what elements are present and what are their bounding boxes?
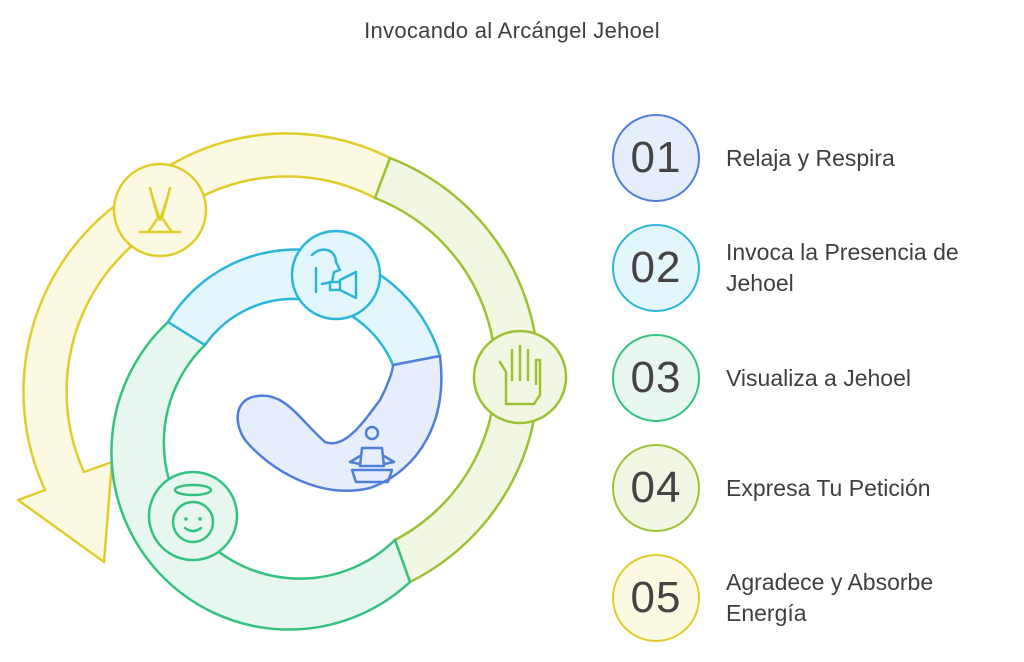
angel-face-icon <box>147 470 239 562</box>
step-05: 05 Agradece y Absorbe Energía <box>612 548 996 648</box>
step-03-label: Visualiza a Jehoel <box>726 364 911 391</box>
step-01: 01 Relaja y Respira <box>612 108 996 208</box>
step-02-number: 02 <box>612 224 700 312</box>
praying-hands-icon <box>112 162 208 258</box>
step-03: 03 Visualiza a Jehoel <box>612 328 996 428</box>
step-05-label: Agradece y Absorbe Energía <box>726 569 934 626</box>
step-04: 04 Expresa Tu Petición <box>612 438 996 538</box>
step-02: 02 Invoca la Presencia de Jehoel <box>612 218 986 318</box>
center-segment-01 <box>236 354 443 492</box>
outer-arrow-05 <box>16 193 162 564</box>
diagram-title: Invocando al Arcángel Jehoel <box>364 18 660 43</box>
step-04-label: Expresa Tu Petición <box>726 474 931 501</box>
step-05-number: 05 <box>612 554 700 642</box>
step-02-label: Invoca la Presencia de Jehoel <box>726 239 959 296</box>
outer-segment-04 <box>373 156 540 584</box>
step-01-label: Relaja y Respira <box>726 144 895 171</box>
step-04-number: 04 <box>612 444 700 532</box>
step-03-number: 03 <box>612 334 700 422</box>
raised-hand-icon <box>472 329 568 425</box>
speaking-megaphone-icon <box>290 229 382 321</box>
meditation-icon <box>348 425 396 484</box>
step-01-number: 01 <box>612 114 700 202</box>
